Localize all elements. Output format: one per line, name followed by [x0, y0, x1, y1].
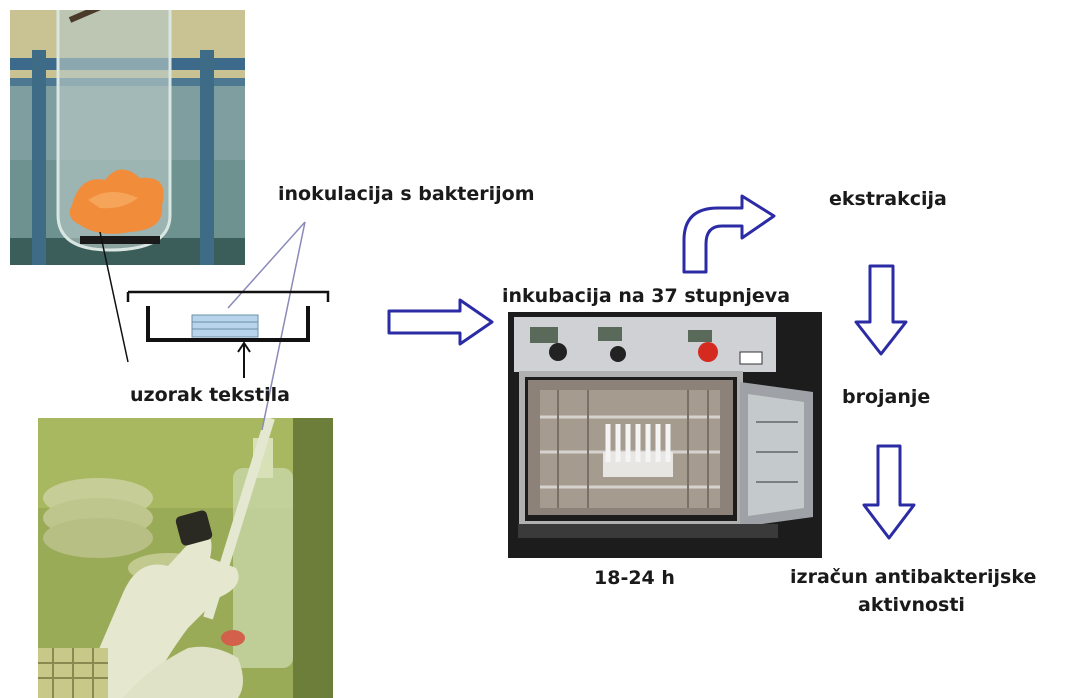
inoculation-line-left — [227, 221, 306, 309]
incubator-photo — [508, 312, 822, 558]
textile-sample-swatch — [191, 314, 259, 338]
calculation-label-line1: izračun antibakterijske — [790, 566, 1037, 588]
extraction-label: ekstrakcija — [829, 188, 947, 210]
counting-label: brojanje — [842, 386, 931, 408]
right-arrow-icon — [387, 298, 494, 346]
inoculation-line-right — [261, 221, 306, 431]
sample-label: uzorak tekstila — [130, 384, 290, 406]
inoculation-label: inokulacija s bakterijom — [278, 183, 535, 205]
tube-photo — [10, 10, 245, 265]
time-label: 18-24 h — [594, 567, 675, 589]
lab-photo — [38, 418, 333, 698]
petri-dish-diagram — [126, 290, 330, 378]
tube-connector-line — [99, 231, 129, 363]
calculation-label-line2: aktivnosti — [858, 594, 965, 616]
down-arrow-icon-2 — [862, 444, 916, 540]
incubation-label: inkubacija na 37 stupnjeva — [502, 285, 791, 307]
curved-arrow-icon — [682, 194, 776, 274]
down-arrow-icon-1 — [854, 264, 908, 356]
